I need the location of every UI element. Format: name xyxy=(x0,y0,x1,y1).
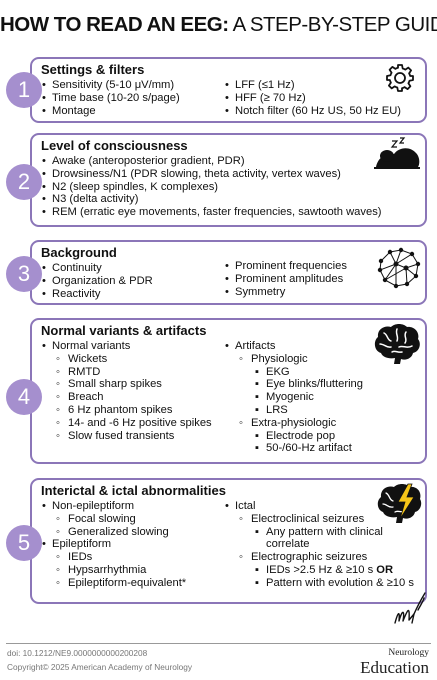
section-settings-filters: Settings & filters Sensitivity (5-10 μV/… xyxy=(30,57,427,123)
list-item: 14- and -6 Hz positive spikes xyxy=(41,417,212,430)
background-left-list: Continuity Organization & PDR Reactivity xyxy=(41,262,153,300)
step-badge: 5 xyxy=(6,525,42,561)
section-heading: Level of consciousness xyxy=(41,138,188,153)
list-item: Electrode pop xyxy=(224,430,363,443)
section-heading: Interictal & ictal abnormalities xyxy=(41,483,226,498)
list-item: HFF (≥ 70 Hz) xyxy=(224,92,401,105)
list-item: Physiologic xyxy=(224,353,363,366)
normal-variants-list: Normal variants Wickets RMTD Small sharp… xyxy=(41,340,212,442)
list-item: Any pattern with clinical xyxy=(224,526,414,539)
list-item: RMTD xyxy=(41,366,212,379)
list-item: N2 (sleep spindles, K complexes) xyxy=(41,181,382,194)
section-heading: Settings & filters xyxy=(41,62,145,77)
list-item: Sensitivity (5-10 μV/mm) xyxy=(41,79,180,92)
list-item: IEDs >2.5 Hz & ≥10 s OR xyxy=(224,564,414,577)
list-item: Hypsarrhythmia xyxy=(41,564,186,577)
copyright-text: Copyright© 2025 American Academy of Neur… xyxy=(7,662,193,672)
list-item-continuation: correlate xyxy=(266,538,310,551)
section-heading: Background xyxy=(41,245,117,260)
list-item: IEDs xyxy=(41,551,186,564)
step-badge: 2 xyxy=(6,164,42,200)
list-item: Slow fused transients xyxy=(41,430,212,443)
brand-logo-small: Neurology xyxy=(388,648,429,658)
artifacts-list: Artifacts Physiologic EKG Eye blinks/flu… xyxy=(224,340,363,455)
list-item: Focal slowing xyxy=(41,513,186,526)
list-item: LRS xyxy=(224,404,363,417)
section-level-of-consciousness: Level of consciousness Awake (anteropost… xyxy=(30,133,427,227)
list-item: Drowsiness/N1 (PDR slowing, theta activi… xyxy=(41,168,382,181)
list-item: N3 (delta activity) xyxy=(41,193,382,206)
settings-left-list: Sensitivity (5-10 μV/mm) Time base (10-2… xyxy=(41,79,180,117)
list-item: Epileptiform xyxy=(41,538,186,551)
list-item: Breach xyxy=(41,391,212,404)
list-item: Organization & PDR xyxy=(41,275,153,288)
list-item: Electrographic seizures xyxy=(224,551,414,564)
list-item: Awake (anteroposterior gradient, PDR) xyxy=(41,155,382,168)
list-item: Prominent amplitudes xyxy=(224,273,347,286)
step-badge: 4 xyxy=(6,379,42,415)
list-item: Continuity xyxy=(41,262,153,275)
list-item: 6 Hz phantom spikes xyxy=(41,404,212,417)
sleeping-person-icon xyxy=(374,137,420,169)
list-item: Extra-physiologic xyxy=(224,417,363,430)
gear-icon xyxy=(386,64,414,92)
list-item: EKG xyxy=(224,366,363,379)
doi-text: doi: 10.1212/NE9.0000000000200208 xyxy=(7,648,148,658)
section-normal-variants-artifacts: Normal variants & artifacts Normal varia… xyxy=(30,318,427,464)
section-heading: Normal variants & artifacts xyxy=(41,323,207,338)
title-rest: A STEP-BY-STEP GUIDE xyxy=(228,13,437,36)
list-item: Montage xyxy=(41,105,180,118)
interictal-list: Non-epileptiform Focal slowing Generaliz… xyxy=(41,500,186,590)
list-item: Epileptiform-equivalent* xyxy=(41,577,186,590)
list-item: Notch filter (60 Hz US, 50 Hz EU) xyxy=(224,105,401,118)
list-item: Small sharp spikes xyxy=(41,378,212,391)
section-background: Background Continuity Organization & PDR… xyxy=(30,240,427,305)
background-right-list: Prominent frequencies Prominent amplitud… xyxy=(224,260,347,298)
list-item: Eye blinks/fluttering xyxy=(224,378,363,391)
ictal-list: Ictal Electroclinical seizures Any patte… xyxy=(224,500,414,590)
list-item: REM (erratic eye movements, faster frequ… xyxy=(41,206,382,219)
step-badge: 1 xyxy=(6,72,42,108)
list-item: Prominent frequencies xyxy=(224,260,347,273)
brain-icon xyxy=(374,324,420,364)
list-item: Pattern with evolution & ≥10 s xyxy=(224,577,414,590)
signature-icon xyxy=(394,592,426,624)
list-item: Non-epileptiform xyxy=(41,500,186,513)
consciousness-list: Awake (anteroposterior gradient, PDR) Dr… xyxy=(41,155,382,219)
list-item: Electroclinical seizures xyxy=(224,513,414,526)
list-item: Time base (10-20 s/page) xyxy=(41,92,180,105)
list-item: Myogenic xyxy=(224,391,363,404)
or-keyword: OR xyxy=(376,563,394,576)
section-interictal-ictal-abnormalities: Interictal & ictal abnormalities Non-epi… xyxy=(30,478,427,604)
list-item: Reactivity xyxy=(41,288,153,301)
title-bold: HOW TO READ AN EEG: xyxy=(0,13,229,36)
list-item: Wickets xyxy=(41,353,212,366)
step-badge: 3 xyxy=(6,256,42,292)
page-title: HOW TO READ AN EEG: A STEP-BY-STEP GUIDE xyxy=(0,13,437,37)
list-item: 50-/60-Hz artifact xyxy=(224,442,363,455)
list-item: Normal variants xyxy=(41,340,212,353)
list-item: LFF (≤1 Hz) xyxy=(224,79,401,92)
list-item: Artifacts xyxy=(224,340,363,353)
neural-network-icon xyxy=(377,247,421,289)
brand-logo: Education xyxy=(360,658,429,677)
footer-divider xyxy=(6,643,431,644)
electrographic-criterion-1: IEDs >2.5 Hz & ≥10 s xyxy=(266,563,377,576)
list-item: Symmetry xyxy=(224,286,347,299)
settings-right-list: LFF (≤1 Hz) HFF (≥ 70 Hz) Notch filter (… xyxy=(224,79,401,117)
brain-lightning-icon xyxy=(377,483,422,523)
list-item: Generalized slowing xyxy=(41,526,186,539)
list-item: Ictal xyxy=(224,500,414,513)
